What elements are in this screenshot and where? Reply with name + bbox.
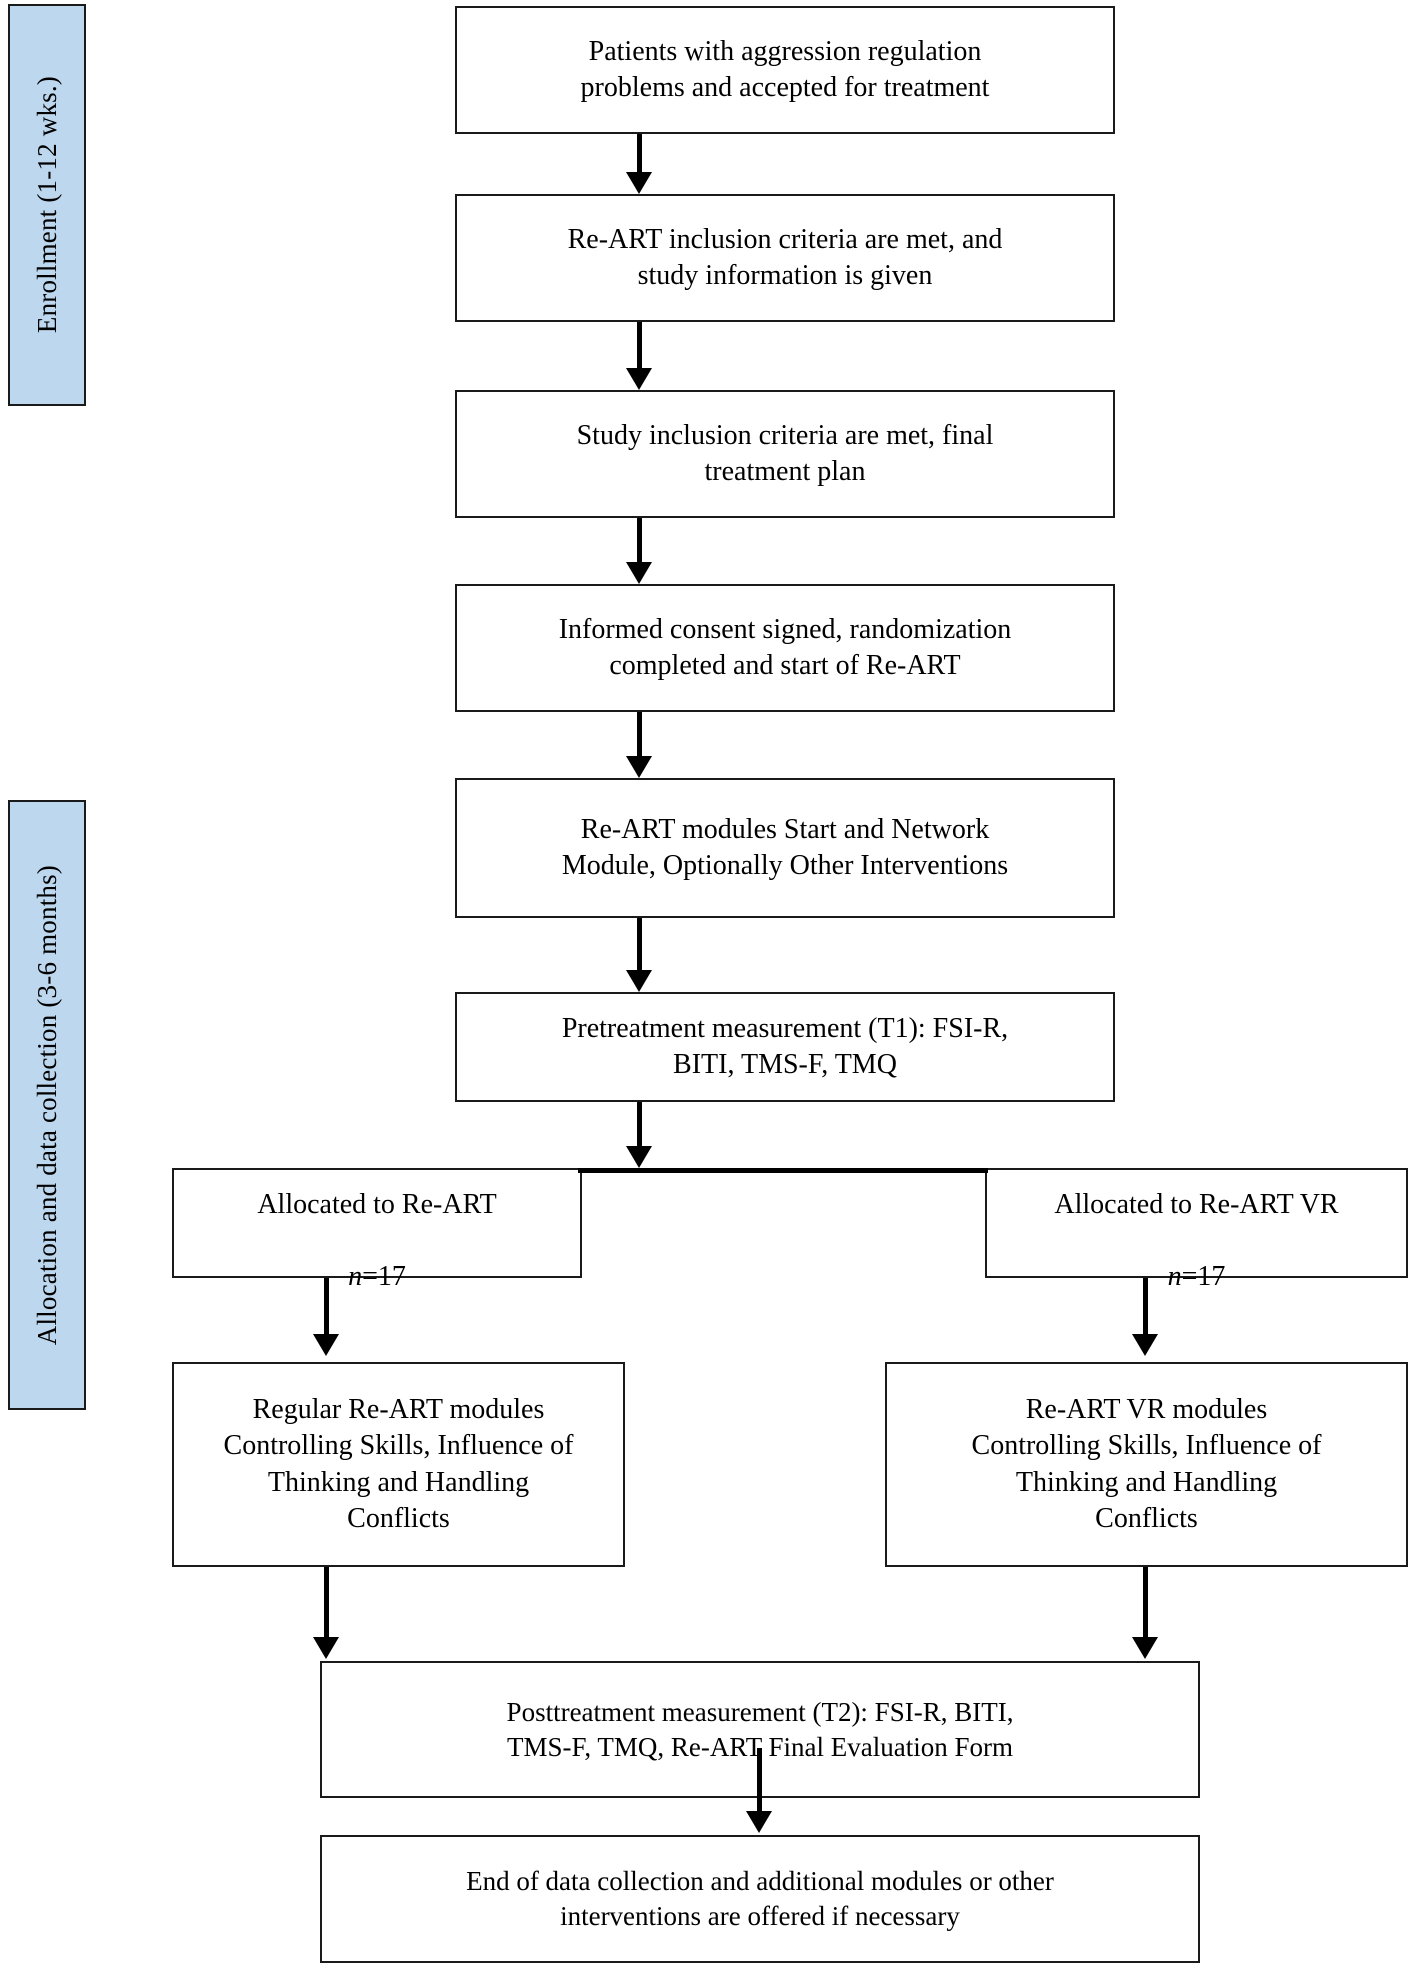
connector-n3-n4	[637, 518, 642, 566]
arrowhead-n3-n4	[626, 562, 652, 584]
node-allocated-reart-vr-label: Allocated to Re-ART VR	[1054, 1188, 1339, 1220]
arrowhead-posttreatment-end	[746, 1811, 772, 1833]
connector-right-modules-posttreatment	[1143, 1567, 1148, 1639]
connector-n6-split	[637, 1102, 642, 1148]
node-pretreatment-measurement-label: Pretreatment measurement (T1): FSI-R, BI…	[561, 1012, 1009, 1080]
node-allocated-reart-n-symbol: n	[348, 1261, 363, 1293]
arrowhead-n6-split	[626, 1146, 652, 1168]
node-study-inclusion-criteria: Study inclusion criteria are met, final …	[455, 390, 1115, 518]
node-reart-inclusion-criteria-label: Re-ART inclusion criteria are met, and s…	[567, 223, 1003, 291]
node-reart-vr-modules: Re-ART VR modules Controlling Skills, In…	[885, 1362, 1408, 1567]
arrowhead-alloc-left-modules	[313, 1334, 339, 1356]
node-allocated-reart: Allocated to Re-ART n=17	[172, 1168, 582, 1292]
node-reart-vr-modules-label: Re-ART VR modules Controlling Skills, In…	[971, 1393, 1322, 1534]
node-informed-consent: Informed consent signed, randomization c…	[455, 584, 1115, 712]
node-patients-accepted: Patients with aggression regulation prob…	[455, 6, 1115, 134]
phase-label-allocation: Allocation and data collection (3-6 mont…	[31, 864, 62, 1346]
node-regular-reart-modules-label: Regular Re-ART modules Controlling Skill…	[223, 1393, 574, 1534]
node-study-inclusion-criteria-label: Study inclusion criteria are met, final …	[576, 419, 994, 487]
node-reart-start-network-module-label: Re-ART modules Start and Network Module,…	[561, 813, 1009, 881]
node-posttreatment-measurement-label: Posttreatment measurement (T2): FSI-R, B…	[506, 1696, 1014, 1762]
arrowhead-n4-n5	[626, 756, 652, 778]
node-end-of-data-collection-label: End of data collection and additional mo…	[466, 1866, 1054, 1931]
node-regular-reart-modules: Regular Re-ART modules Controlling Skill…	[172, 1362, 625, 1567]
phase-band-enrollment: Enrollment (1-12 wks.)	[8, 4, 86, 406]
arrowhead-left-modules-posttreatment	[313, 1637, 339, 1659]
node-pretreatment-measurement: Pretreatment measurement (T1): FSI-R, BI…	[455, 992, 1115, 1102]
node-allocated-reart-n-value: =17	[362, 1261, 406, 1293]
connector-allocation-split-bar	[578, 1168, 988, 1173]
node-reart-start-network-module: Re-ART modules Start and Network Module,…	[455, 778, 1115, 918]
node-allocated-reart-vr: Allocated to Re-ART VR n=17	[985, 1168, 1408, 1292]
node-allocated-reart-vr-n-value: =17	[1181, 1261, 1226, 1293]
connector-left-modules-posttreatment	[324, 1567, 329, 1639]
arrowhead-n5-n6	[626, 970, 652, 992]
connector-n4-n5	[637, 712, 642, 758]
connector-n5-n6	[637, 918, 642, 974]
node-reart-inclusion-criteria: Re-ART inclusion criteria are met, and s…	[455, 194, 1115, 322]
node-informed-consent-label: Informed consent signed, randomization c…	[558, 613, 1012, 681]
connector-n1-n2	[637, 134, 642, 176]
arrowhead-n1-n2	[626, 172, 652, 194]
node-allocated-reart-label: Allocated to Re-ART	[257, 1188, 497, 1220]
connector-alloc-left-modules	[324, 1278, 329, 1336]
arrowhead-n2-n3	[626, 368, 652, 390]
node-end-of-data-collection: End of data collection and additional mo…	[320, 1835, 1200, 1963]
phase-band-allocation: Allocation and data collection (3-6 mont…	[8, 800, 86, 1410]
connector-posttreatment-end	[757, 1748, 762, 1813]
connector-alloc-right-modules	[1143, 1278, 1148, 1336]
phase-label-enrollment: Enrollment (1-12 wks.)	[31, 76, 62, 334]
connector-n2-n3	[637, 322, 642, 370]
arrowhead-right-modules-posttreatment	[1132, 1637, 1158, 1659]
arrowhead-alloc-right-modules	[1132, 1334, 1158, 1356]
node-patients-accepted-label: Patients with aggression regulation prob…	[580, 35, 990, 103]
node-allocated-reart-vr-n-symbol: n	[1167, 1261, 1182, 1293]
